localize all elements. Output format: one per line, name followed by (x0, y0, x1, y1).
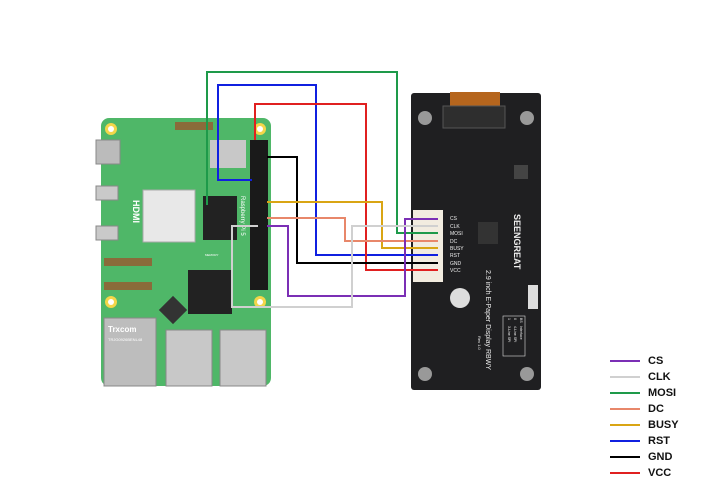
legend-label: RST (648, 435, 670, 447)
bs-table: BS Interface 0 4-Line SPI 1 3-Line SPI (502, 315, 526, 357)
legend-swatch (610, 424, 640, 426)
legend-swatch (610, 456, 640, 458)
legend-label: GND (648, 451, 673, 463)
wire-legend: CS CLK MOSI DC BUSY RST GND VCC (610, 353, 679, 481)
legend-swatch (610, 376, 640, 378)
legend-item-cs: CS (610, 353, 679, 369)
legend-label: VCC (648, 467, 672, 479)
raspberry-pi-board: HDMI Raspberry Pi 5 MEMORY Trxcom TRJG09… (95, 118, 271, 387)
legend-label: CS (648, 355, 664, 367)
pi-model-label: Raspberry Pi 5 (239, 196, 245, 236)
legend-swatch (610, 472, 640, 474)
interface-header: Interface (519, 326, 523, 340)
legend-label: MOSI (648, 387, 677, 399)
legend-item-gnd: GND (610, 449, 679, 465)
pin-label-gnd: GND (450, 261, 462, 267)
revision-label: Rev 1.0 (477, 336, 482, 351)
pin-label-dc: DC (450, 239, 458, 245)
legend-item-mosi: MOSI (610, 385, 679, 401)
legend-swatch (610, 408, 640, 410)
connector-pin-labels: CS CLK MOSI DC BUSY RST GND VCC (450, 216, 464, 274)
wire-dc (267, 217, 438, 242)
ethernet-code: TRJG0926BENL48 (108, 337, 143, 342)
wire-clk (231, 225, 438, 308)
legend-item-dc: DC (610, 401, 679, 417)
legend-item-busy: BUSY (610, 417, 679, 433)
bs-header: BS (519, 318, 523, 323)
legend-swatch (610, 360, 640, 362)
legend-label: DC (648, 403, 664, 415)
legend-item-vcc: VCC (610, 465, 679, 481)
pin-label-clk: CLK (450, 224, 460, 230)
bs-row-0-interface: 4-Line SPI (513, 326, 517, 342)
legend-label: BUSY (648, 419, 679, 431)
pin-label-busy: BUSY (450, 246, 464, 252)
pin-label-rst: RST (450, 253, 460, 259)
legend-swatch (610, 440, 640, 442)
pin-label-mosi: MOSI (450, 231, 463, 237)
wire-rst (217, 84, 438, 256)
bs-row-1-value: 1 (507, 318, 511, 320)
hdmi-label: HDMI (131, 200, 141, 223)
legend-swatch (610, 392, 640, 394)
brand-label: SEENGREAT (512, 214, 522, 270)
legend-label: CLK (648, 371, 671, 383)
wires (206, 71, 438, 308)
legend-item-clk: CLK (610, 369, 679, 385)
wire-mosi (206, 71, 438, 234)
ethernet-brand: Trxcom (108, 325, 136, 334)
wire-gnd (267, 156, 438, 264)
wire-cs (267, 218, 438, 297)
pin-label-vcc: VCC (450, 268, 461, 274)
bs-row-0-value: 0 (513, 318, 517, 320)
legend-item-rst: RST (610, 433, 679, 449)
pin-label-cs: CS (450, 216, 458, 222)
wire-vcc (254, 103, 438, 271)
memory-label: MEMORY (205, 253, 218, 257)
product-label: 2.9 inch E-Paper Display RBWY (484, 270, 491, 370)
epaper-driver-board: SEENGREAT 2.9 inch E-Paper Display RBWY … (411, 92, 541, 390)
bs-row-1-interface: 3-Line SPI (507, 326, 511, 342)
